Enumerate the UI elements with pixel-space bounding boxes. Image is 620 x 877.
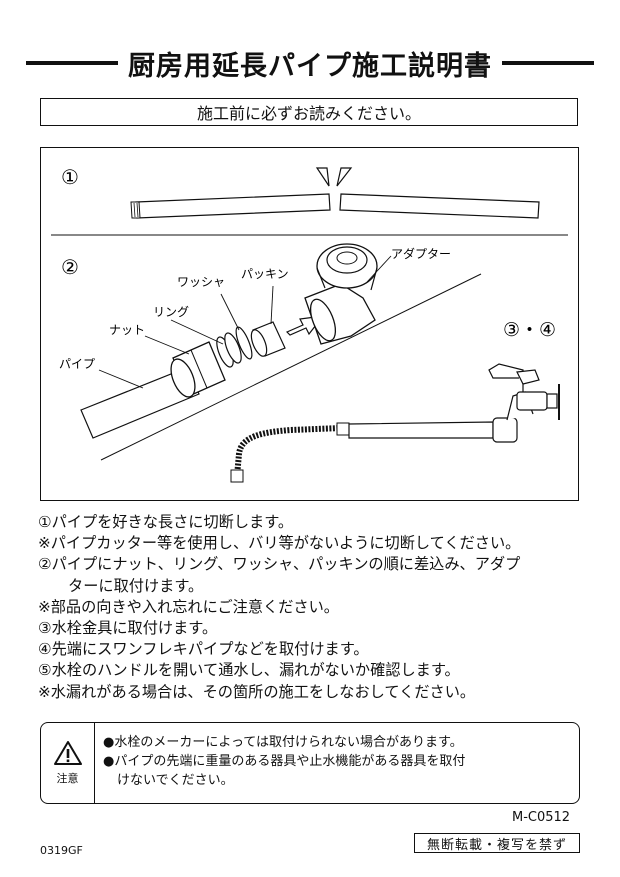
caution-label: 注意	[56, 772, 79, 785]
warning-triangle-icon	[53, 741, 82, 765]
instruction-item: ①パイプを好きな長さに切断します。	[38, 513, 294, 531]
leader-lines	[98, 255, 392, 389]
label-adapter: アダプター	[391, 246, 451, 261]
model-number: M-C0512	[512, 810, 571, 825]
copyright-notice: 無断転載・複写を禁ず	[414, 833, 580, 853]
instruction-item: ターに取付けます。	[68, 576, 204, 595]
caution-item: けないでください。	[117, 773, 234, 788]
label-washer: ワッシャ	[177, 275, 225, 289]
caution-box: 注意 ●水栓のメーカーによっては取付けられない場合があります。 ●パイプの先端に…	[40, 722, 580, 804]
step1-marker: ①	[61, 165, 79, 189]
faucet-illustration	[230, 363, 560, 483]
installation-figure: ① ②	[40, 147, 579, 501]
caution-item: ●水栓のメーカーによっては取付けられない場合があります。	[103, 735, 463, 750]
label-nut: ナット	[109, 323, 145, 337]
assembly-illustration	[80, 243, 378, 439]
figure-drawing: ① ②	[51, 165, 568, 483]
page-title: 厨房用延長パイプ施工説明書	[128, 50, 492, 82]
instruction-item: ⑤水栓のハンドルを開いて通水し、漏れがないか確認します。	[38, 661, 460, 680]
document-code: 0319GF	[40, 844, 83, 857]
caution-header: 注意	[41, 723, 95, 803]
pipe-cut-illustration	[130, 167, 540, 219]
instruction-item: ※部品の向きや入れ忘れにご注意ください。	[38, 597, 339, 616]
step2-marker: ②	[61, 255, 79, 279]
label-ring: リング	[153, 305, 189, 319]
instruction-item: ※水漏れがある場合は、その箇所の施工をしなおしてください。	[38, 682, 476, 701]
label-pipe: パイプ	[59, 357, 95, 371]
instruction-item: ②パイプにナット、リング、ワッシャ、パッキンの順に差込み、アダプ	[38, 555, 521, 574]
read-before-notice: 施工前に必ずお読みください。	[40, 98, 578, 126]
instruction-item: ※パイプカッター等を使用し、バリ等がないように切断してください。	[38, 534, 521, 553]
caution-items: ●水栓のメーカーによっては取付けられない場合があります。 ●パイプの先端に重量の…	[103, 733, 573, 790]
title-rule-left	[26, 61, 118, 65]
title-row: 厨房用延長パイプ施工説明書	[26, 38, 594, 88]
step34-marker: ③・④	[503, 319, 556, 341]
instruction-item: ④先端にスワンフレキパイプなどを取付けます。	[38, 640, 369, 659]
instruction-list: ①パイプを好きな長さに切断します。 ※パイプカッター等を使用し、バリ等がないよう…	[38, 512, 598, 703]
counter-edge-line	[100, 273, 482, 461]
label-packing: パッキン	[241, 267, 289, 281]
instruction-item: ③水栓金具に取付けます。	[38, 619, 218, 638]
title-rule-right	[502, 61, 594, 65]
caution-item: ●パイプの先端に重量のある器具や止水機能がある器具を取付	[103, 754, 466, 769]
cut-mark-right-icon	[336, 167, 353, 187]
cut-mark-left-icon	[315, 167, 330, 187]
